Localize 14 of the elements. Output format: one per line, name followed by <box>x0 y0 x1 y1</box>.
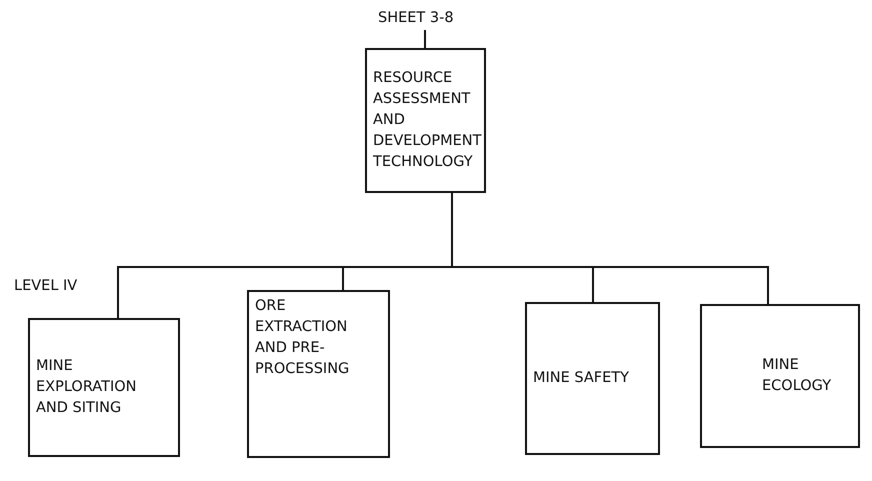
sheet-reference: SHEET 3-8 <box>378 8 454 28</box>
process-box <box>247 290 390 458</box>
process-box <box>365 48 486 193</box>
box-label: ORE EXTRACTION AND PRE-PROCESSING <box>255 297 350 379</box>
connector-line <box>424 30 426 48</box>
process-box <box>28 318 180 457</box>
box-label: MINE EXPLORATION AND SITING <box>36 357 138 418</box>
box-label: MINE ECOLOGY <box>762 356 832 396</box>
box-label: MINE SAFETY <box>533 369 630 388</box>
process-box <box>700 304 860 448</box>
connector-line <box>451 193 769 304</box>
level-label: LEVEL IV <box>14 278 78 294</box>
box-label: RESOURCE ASSESSMENT AND DEVELOPMENT TECHNOLOGY <box>373 69 482 172</box>
process-box <box>525 302 660 455</box>
